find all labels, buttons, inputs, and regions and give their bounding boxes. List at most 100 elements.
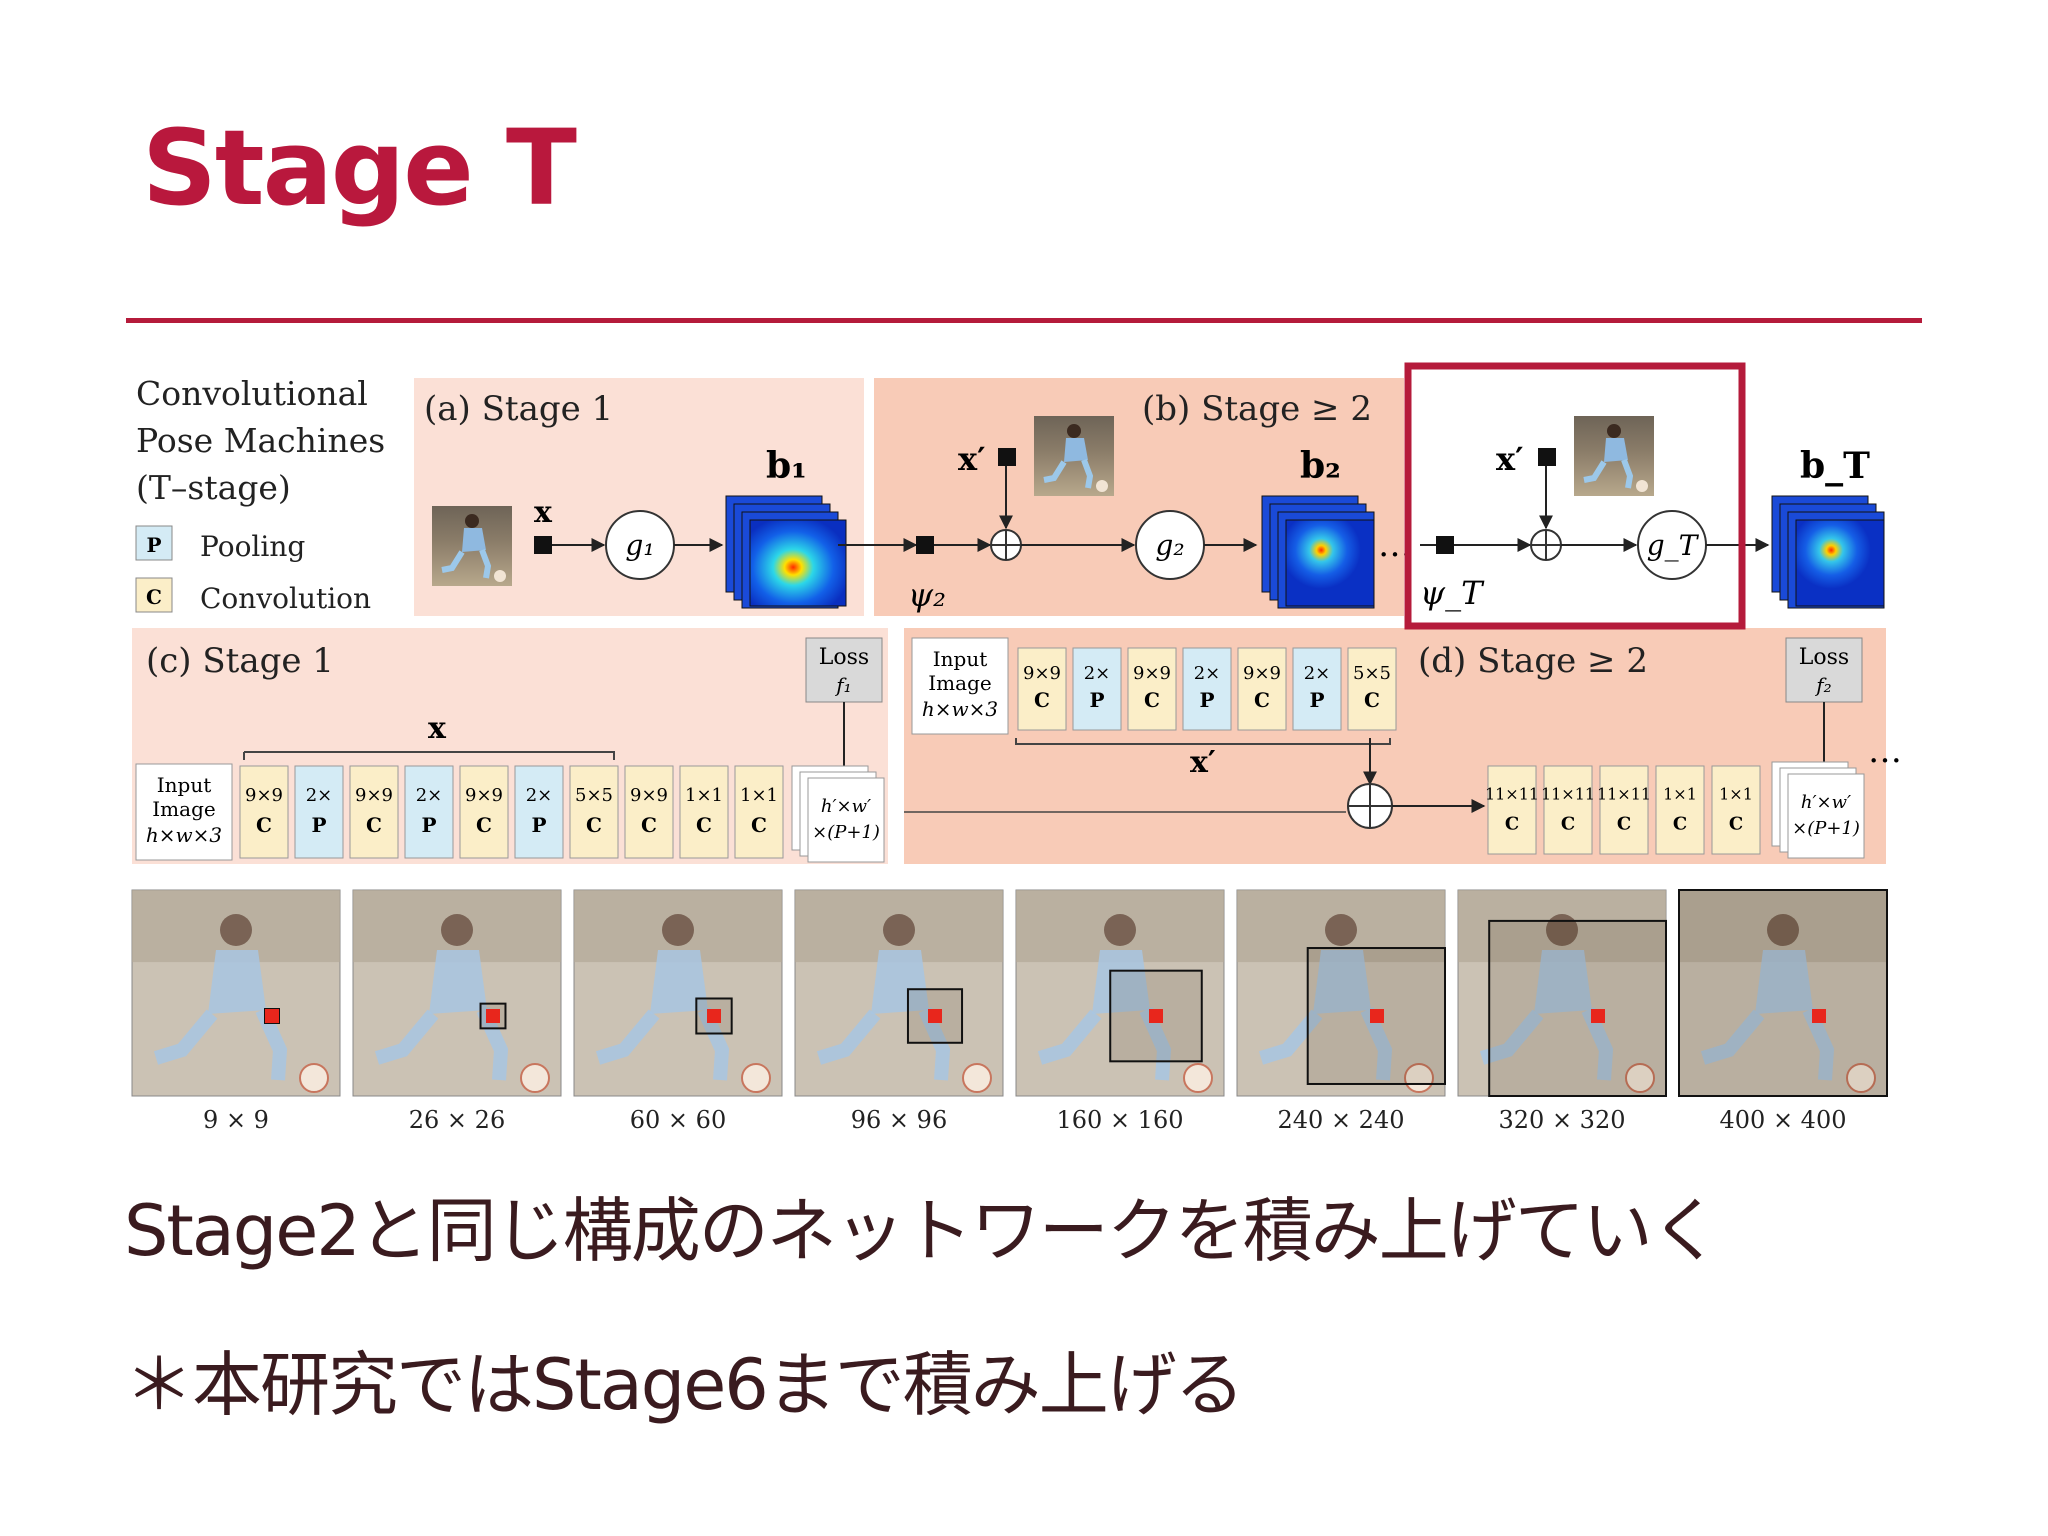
stage2-feature-layer-size-4: 9×9: [1243, 663, 1281, 684]
input-image-line-3: h×w×3: [146, 823, 222, 847]
stage2-feature-layer-type-5: P: [1309, 688, 1324, 712]
stage2-feature-layer-row: 9×9C2×P9×9C2×P9×9C2×P5×5C: [1017, 647, 1397, 731]
legend-conv-label: Convolution: [200, 582, 371, 615]
stage2-layer-type-0: C: [1505, 813, 1519, 834]
stage1-layer-1: [294, 765, 344, 859]
stage2-layer-0: [1487, 765, 1537, 855]
loss-f1-box: Loss f₁: [805, 637, 883, 703]
stage1-layer-8: [679, 765, 729, 859]
stage1-layer-size-5: 2×: [526, 785, 553, 806]
stage1-layer-type-3: P: [421, 813, 436, 837]
gT-label: g_T: [1647, 529, 1700, 562]
legend-conv-key: C: [146, 585, 162, 609]
stage1-layer-3: [404, 765, 454, 859]
joint-marker-4: [1149, 1009, 1163, 1023]
receptive-field-label-7: 400 × 400: [1720, 1106, 1847, 1134]
stage2-layer-size-2: 11×11: [1597, 784, 1651, 803]
input-image-d-line-1: Input: [933, 647, 988, 671]
stage1-layer-2: [349, 765, 399, 859]
input-image-d-line-2: Image: [928, 671, 991, 695]
loss-f2-box: Loss f₂: [1785, 637, 1863, 703]
bT-label: b_T: [1800, 445, 1870, 487]
stage1-layer-type-5: P: [531, 813, 546, 837]
stage1-layer-type-1: P: [311, 813, 326, 837]
stage1-layer-size-6: 5×5: [575, 785, 613, 806]
stage2-layer-size-4: 1×1: [1719, 784, 1753, 803]
output-c-line-2: ×(P+1): [812, 822, 880, 843]
loss-f1-symbol: f₁: [834, 673, 851, 697]
stage2-feature-layer-size-2: 9×9: [1133, 663, 1171, 684]
input-image-box-c: Input Image h×w×3: [135, 763, 233, 861]
receptive-field-label-3: 96 × 96: [851, 1106, 947, 1134]
stage2-feature-layer-type-2: C: [1144, 688, 1160, 712]
stage2-layer-1: [1543, 765, 1593, 855]
b1-label: b₁: [766, 445, 807, 487]
output-d-line-1: h′×w′: [1801, 792, 1851, 813]
stage1-layer-0: [239, 765, 289, 859]
psi2-node: [916, 536, 934, 554]
stage2-layer-2: [1599, 765, 1649, 855]
g1-label: g₁: [625, 529, 654, 562]
stage2-layer-3: [1655, 765, 1705, 855]
stage2-feature-layer-size-6: 5×5: [1353, 663, 1391, 684]
stage1-layer-size-2: 9×9: [355, 785, 393, 806]
psiT-label: ψ_T: [1420, 574, 1485, 612]
caption-line-2: Pose Machines: [136, 421, 385, 460]
joint-marker-1: [486, 1009, 500, 1023]
stage1-layer-size-7: 9×9: [630, 785, 668, 806]
caption-line-1: Convolutional: [136, 374, 368, 413]
g2-label: g₂: [1155, 529, 1184, 562]
loss-f1-label: Loss: [819, 645, 869, 670]
legend: P Pooling C Convolution: [135, 525, 371, 615]
stage2-layer-type-1: C: [1561, 813, 1575, 834]
receptive-field-label-4: 160 × 160: [1057, 1106, 1184, 1134]
receptive-field-label-5: 240 × 240: [1278, 1106, 1405, 1134]
stage1-layer-type-2: C: [366, 813, 382, 837]
receptive-field-box-7: [1678, 889, 1888, 1097]
stage1-layer-type-9: C: [751, 813, 767, 837]
caption-line-3: (T–stage): [136, 468, 291, 507]
input-photo: [432, 506, 512, 586]
stage2-feature-layer-type-6: C: [1364, 688, 1380, 712]
stage1-layer-type-6: C: [586, 813, 602, 837]
stage1-layer-size-3: 2×: [416, 785, 443, 806]
legend-pool-key: P: [146, 533, 161, 557]
panel-b-title: (b) Stage ≥ 2: [1142, 389, 1372, 429]
stage2-feature-layer-0: [1017, 647, 1067, 731]
joint-marker-3: [928, 1009, 942, 1023]
psiT-node: [1436, 536, 1454, 554]
b2-label: b₂: [1300, 445, 1341, 487]
input-image-box-d: Input Image h×w×3: [911, 637, 1009, 735]
x-label: x: [534, 495, 553, 530]
stage1-layer-type-0: C: [256, 813, 272, 837]
stage2-feature-layer-2: [1127, 647, 1177, 731]
joint-marker-2: [707, 1009, 721, 1023]
loss-f2-symbol: f₂: [1814, 673, 1831, 697]
x-label-c: x: [428, 711, 447, 746]
x-prime-node-t: [1538, 448, 1556, 466]
stage2-layer-type-3: C: [1673, 813, 1687, 834]
body-line-2: ＊本研究ではStage6まで積み上げる: [124, 1344, 1245, 1426]
stage2-feature-layer-size-5: 2×: [1304, 663, 1331, 684]
stage1-layer-type-7: C: [641, 813, 657, 837]
stage1-layer-6: [569, 765, 619, 859]
joint-marker-5: [1370, 1009, 1384, 1023]
panel-c-title: (c) Stage 1: [146, 641, 334, 681]
slide-title: Stage T: [142, 107, 577, 229]
stage2-layer-4: [1711, 765, 1761, 855]
joint-marker-7: [1812, 1009, 1826, 1023]
body-line-1: Stage2と同じ構成のネットワークを積み上げていく: [124, 1190, 1721, 1272]
legend-conv-swatch: [135, 577, 173, 613]
stage-t-highlight: [1404, 362, 1746, 630]
input-image-d-line-3: h×w×3: [922, 697, 998, 721]
input-photo-b: [1034, 416, 1114, 496]
stage1-layer-9: [734, 765, 784, 859]
receptive-field-label-6: 320 × 320: [1499, 1106, 1626, 1134]
stage1-layer-5: [514, 765, 564, 859]
stage1-layer-size-1: 2×: [306, 785, 333, 806]
x-prime-label-d: x′: [1190, 745, 1216, 780]
b2-heatmaps: [1261, 495, 1375, 609]
stage2-feature-layer-5: [1292, 647, 1342, 731]
stage2-layer-type-2: C: [1617, 813, 1631, 834]
